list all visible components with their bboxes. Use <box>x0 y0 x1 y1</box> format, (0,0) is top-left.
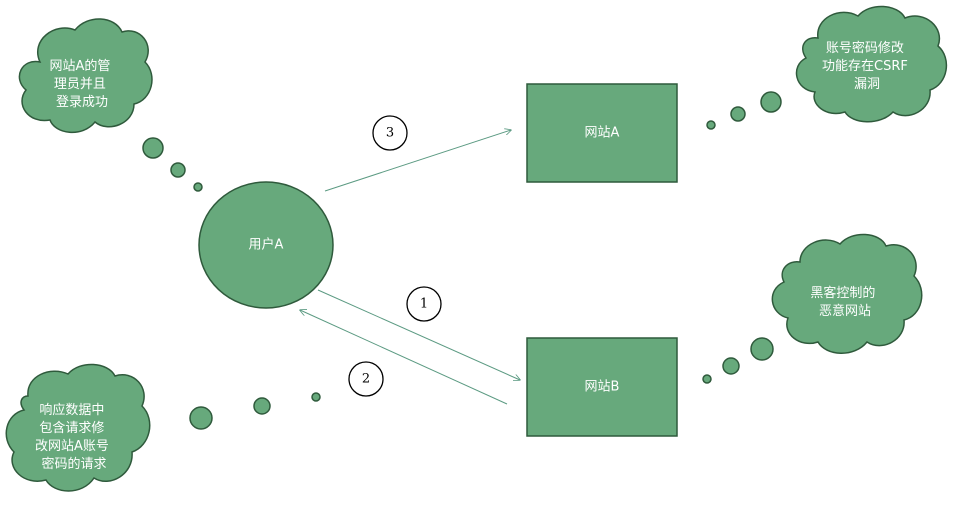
admin-note-line-2: 理员并且 <box>54 77 106 92</box>
node-site-a-label: 网站A <box>585 126 620 141</box>
csrf-note-text: 账号密码修改 功能存在CSRF 漏洞 <box>822 40 912 92</box>
step-2-marker: 2 <box>348 361 384 397</box>
hacker-note-line-1: 黑客控制的 <box>810 285 875 301</box>
hacker-note-bubble-trail <box>702 337 774 384</box>
response-note-cloud: 响应数据中 包含请求修 改网站A账号 密码的请求 <box>5 363 151 492</box>
csrf-note-line-2: 功能存在CSRF <box>822 59 908 74</box>
admin-note-cloud: 网站A的管 理员并且 登录成功 <box>18 18 153 133</box>
node-user-a: 用户A <box>198 181 334 309</box>
step-2-label: 2 <box>362 372 370 387</box>
hacker-note-line-2: 恶意网站 <box>819 303 871 319</box>
node-site-b-label: 网站B <box>585 380 620 395</box>
admin-note-line-1: 网站A的管 <box>49 58 110 74</box>
response-note-line-2: 包含请求修 <box>39 420 104 436</box>
arrow-user-to-site-b <box>317 289 520 380</box>
node-site-b: 网站B <box>526 337 678 437</box>
hacker-note-cloud: 黑客控制的 恶意网站 <box>771 233 923 354</box>
csrf-note-line-1: 账号密码修改 <box>826 40 904 56</box>
arrow-site-b-to-user <box>300 310 508 405</box>
response-note-text: 响应数据中 包含请求修 改网站A账号 密码的请求 <box>35 402 113 472</box>
node-site-a: 网站A <box>526 83 678 183</box>
csrf-note-line-3: 漏洞 <box>854 76 880 92</box>
response-note-line-1: 响应数据中 <box>39 402 104 418</box>
response-note-line-3: 改网站A账号 <box>35 439 109 454</box>
step-3-label: 3 <box>386 126 394 141</box>
admin-note-line-3: 登录成功 <box>56 95 108 110</box>
arrow-user-to-site-a <box>324 130 511 192</box>
admin-note-text: 网站A的管 理员并且 登录成功 <box>49 58 114 110</box>
csrf-note-bubble-trail <box>706 91 782 130</box>
hacker-note-text: 黑客控制的 恶意网站 <box>810 285 879 319</box>
response-note-bubble-trail <box>189 392 321 430</box>
step-3-marker: 3 <box>372 115 408 151</box>
node-user-a-label: 用户A <box>249 237 284 253</box>
admin-note-bubble-trail <box>142 137 203 192</box>
response-note-line-4: 密码的请求 <box>41 456 106 472</box>
step-1-marker: 1 <box>406 286 442 322</box>
step-1-label: 1 <box>420 297 428 312</box>
csrf-note-cloud: 账号密码修改 功能存在CSRF 漏洞 <box>795 5 948 123</box>
